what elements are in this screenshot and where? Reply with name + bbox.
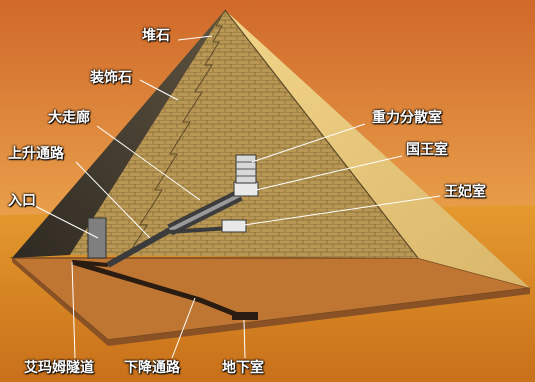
queens-chamber bbox=[221, 219, 247, 233]
queens-passage bbox=[169, 226, 231, 234]
al-mamun-tunnel bbox=[73, 260, 109, 267]
label-kings-chamber: 国王室 bbox=[406, 142, 448, 158]
label-queens-chamber: 王妃室 bbox=[444, 184, 486, 200]
label-entrance: 入口 bbox=[8, 193, 36, 209]
label-subterranean-chamber: 地下室 bbox=[222, 360, 264, 376]
label-casing-stones: 装饰石 bbox=[90, 70, 132, 86]
kings-chamber bbox=[233, 181, 259, 197]
label-al-mamun-tunnel: 艾玛姆隧道 bbox=[24, 360, 94, 376]
label-ascending-passage: 上升通路 bbox=[8, 146, 64, 162]
ascending-passage bbox=[106, 227, 172, 268]
right-face bbox=[225, 10, 530, 288]
label-grand-gallery: 大走廊 bbox=[48, 110, 90, 126]
label-relieving-chambers: 重力分散室 bbox=[372, 110, 442, 126]
descending-passage bbox=[71, 259, 241, 319]
base-edge bbox=[12, 258, 530, 346]
cutaway-steps bbox=[127, 9, 226, 256]
label-capstone: 堆石 bbox=[142, 28, 170, 44]
label-descending-passage: 下降通路 bbox=[124, 360, 180, 376]
subterranean-chamber bbox=[232, 312, 258, 320]
leader-lines bbox=[34, 35, 441, 359]
left-face bbox=[12, 10, 225, 258]
cutaway-section bbox=[70, 10, 418, 258]
